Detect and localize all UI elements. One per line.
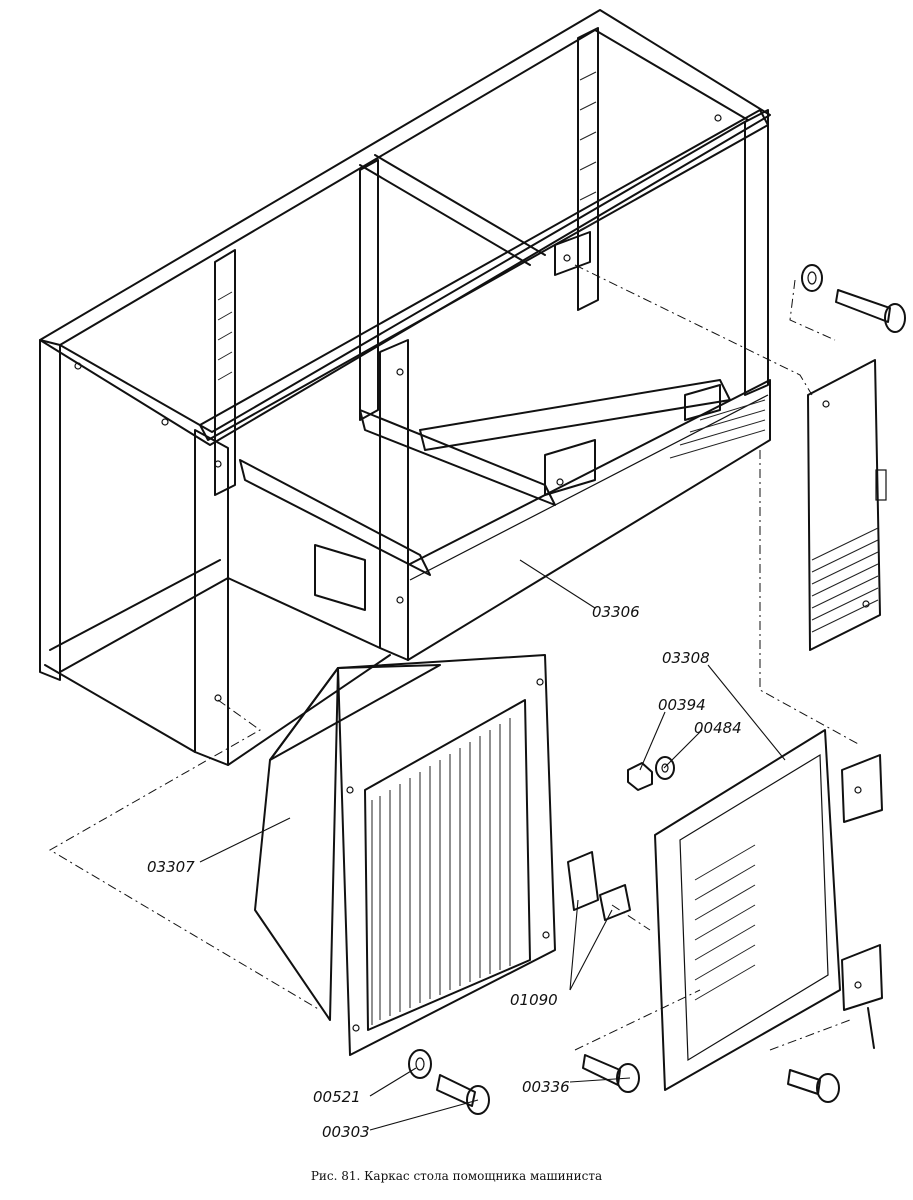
drawer-03307 <box>254 654 556 1115</box>
label-03306: 03306 <box>592 603 640 621</box>
label-00484: 00484 <box>694 719 742 737</box>
side-panel <box>801 264 906 651</box>
label-01090: 01090 <box>510 991 558 1009</box>
label-03308: 03308 <box>662 649 710 667</box>
label-00394: 00394 <box>658 696 706 714</box>
frame-03306 <box>39 9 771 766</box>
callout-labels: 03306 03307 03308 00394 00484 01090 0052… <box>147 603 742 1141</box>
label-03307: 03307 <box>147 858 195 876</box>
label-00521: 00521 <box>313 1088 361 1106</box>
leader-lines <box>199 559 786 1131</box>
drawer-shading <box>371 718 511 1025</box>
assembly-lines <box>49 264 861 1051</box>
label-00336: 00336 <box>522 1078 570 1096</box>
door-03308 <box>567 729 883 1103</box>
post-shading <box>217 71 766 459</box>
figure-caption: Рис. 81. Каркас стола помощника машинист… <box>310 1169 603 1183</box>
panel-shading <box>811 527 879 633</box>
label-00303: 00303 <box>322 1123 370 1141</box>
door-louvres <box>694 844 756 1001</box>
